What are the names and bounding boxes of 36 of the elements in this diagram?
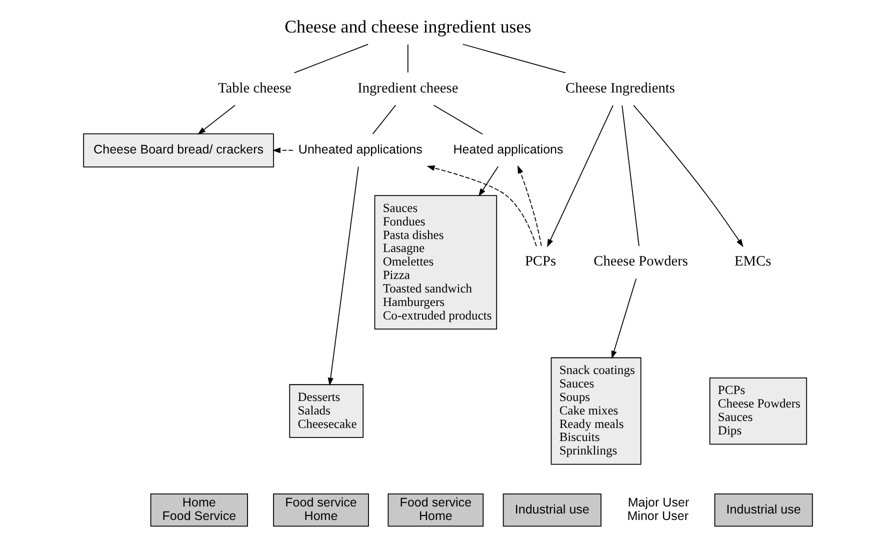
node-box: Industrial use bbox=[502, 493, 601, 527]
node-text: Table cheese bbox=[218, 80, 291, 96]
node-text: Cheese Ingredients bbox=[565, 80, 674, 96]
node-text: EMCs bbox=[734, 254, 771, 270]
connector bbox=[432, 104, 482, 135]
connector bbox=[621, 104, 639, 247]
node-text: Cheese and cheese ingredient uses bbox=[284, 16, 531, 37]
arrow bbox=[632, 104, 743, 248]
node-text: PCPs bbox=[524, 254, 556, 270]
connector bbox=[293, 44, 368, 74]
arrow bbox=[478, 166, 498, 196]
connector bbox=[406, 44, 408, 73]
node-text: Ingredient cheese bbox=[357, 80, 458, 96]
arrow bbox=[327, 166, 358, 386]
node-box: Sauces Fondues Pasta dishes Lasagne Omelettes Pizza Toasted sandwich Hamburgers Co-extruded products bbox=[374, 195, 497, 330]
node-box: Desserts Salads Cheesecake bbox=[288, 384, 364, 438]
node-box: PCPs Cheese Powders Sauces Dips bbox=[708, 377, 807, 445]
node-box: Industrial use bbox=[714, 493, 812, 527]
node-box: Snack coatings Sauces Soups Cake mixes Ready meals Biscuits Sprinklings bbox=[550, 357, 641, 465]
label: Major User bbox=[627, 496, 689, 510]
arrow bbox=[610, 278, 636, 359]
node-box: Food service Home bbox=[387, 493, 484, 527]
arrow bbox=[426, 165, 536, 247]
node-box: Home Food Service bbox=[150, 493, 248, 527]
node-text: Unheated applications bbox=[298, 142, 422, 157]
arrow bbox=[517, 165, 542, 246]
label: Minor User bbox=[626, 509, 688, 524]
arrow bbox=[272, 148, 293, 154]
arrow bbox=[197, 104, 236, 135]
connector bbox=[372, 104, 396, 134]
connector bbox=[462, 44, 566, 74]
arrow bbox=[546, 104, 613, 248]
node-text: Cheese Powders bbox=[593, 254, 688, 270]
node-box: Food service Home bbox=[272, 493, 368, 527]
node-text: Heated applications bbox=[452, 142, 563, 157]
node-box: Cheese Board bread/ crackers bbox=[82, 133, 274, 168]
